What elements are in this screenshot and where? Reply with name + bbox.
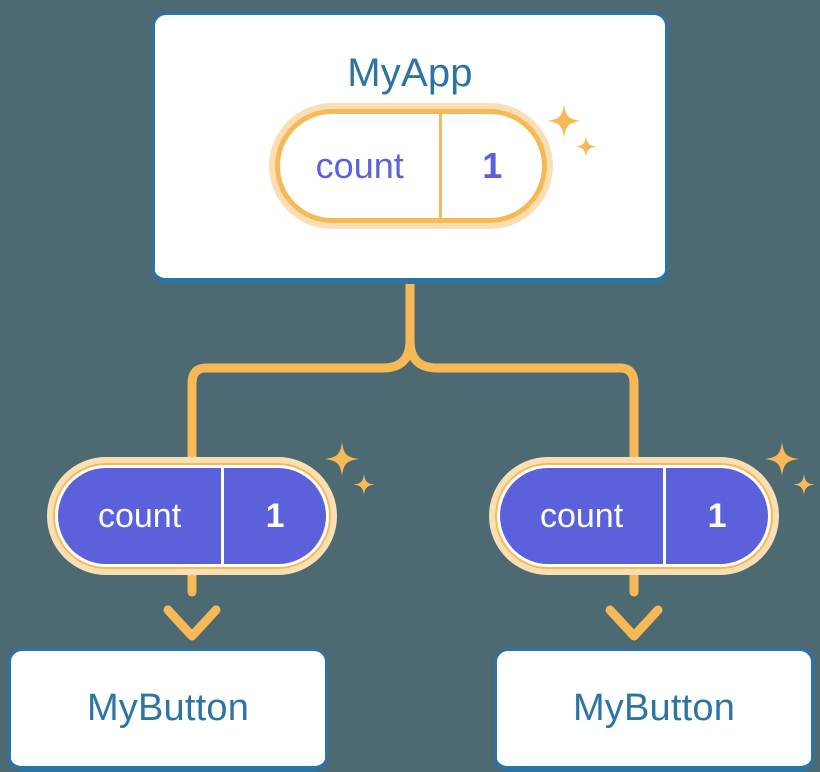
component-label-myapp: MyApp <box>347 51 473 95</box>
state-key-label: count <box>500 468 667 564</box>
state-key-label: count <box>58 468 225 564</box>
component-label-mybutton: MyButton <box>572 687 736 729</box>
component-label-mybutton: MyButton <box>86 687 250 729</box>
arrowhead-right <box>605 605 663 641</box>
arrowhead-left <box>163 605 221 641</box>
state-pill-myapp[interactable]: count 1 <box>269 103 553 229</box>
state-key-label: count <box>280 114 443 218</box>
state-pill-mybutton-left[interactable]: count 1 <box>47 457 337 575</box>
wire-split-right <box>405 335 639 389</box>
component-card-mybutton-left[interactable]: MyButton <box>8 648 328 772</box>
state-pill-mybutton-right[interactable]: count 1 <box>489 457 779 575</box>
state-value-label: 1 <box>265 496 285 535</box>
state-value-label: 1 <box>482 145 503 186</box>
wire-split-left <box>187 335 415 389</box>
state-value-label: 1 <box>707 496 727 535</box>
component-card-mybutton-right[interactable]: MyButton <box>494 648 814 772</box>
